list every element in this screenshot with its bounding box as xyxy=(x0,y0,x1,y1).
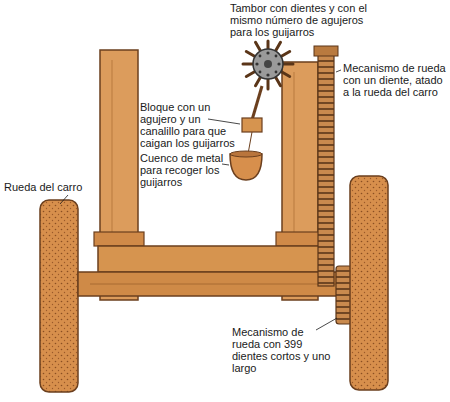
drum-label: Tambor con dientes y con el mismo número… xyxy=(230,2,380,38)
bowl-label: Cuenco de metal para recoger los guijarr… xyxy=(140,152,224,188)
wheel-label: Rueda del carro xyxy=(4,181,94,193)
gear-label: Mecanismo de rueda con un diente, atado … xyxy=(343,62,447,98)
big-gear-label: Mecanismo de rueda con 399 dientes corto… xyxy=(232,326,332,374)
block-label: Bloque con un agujero y un canalillo par… xyxy=(140,101,238,149)
